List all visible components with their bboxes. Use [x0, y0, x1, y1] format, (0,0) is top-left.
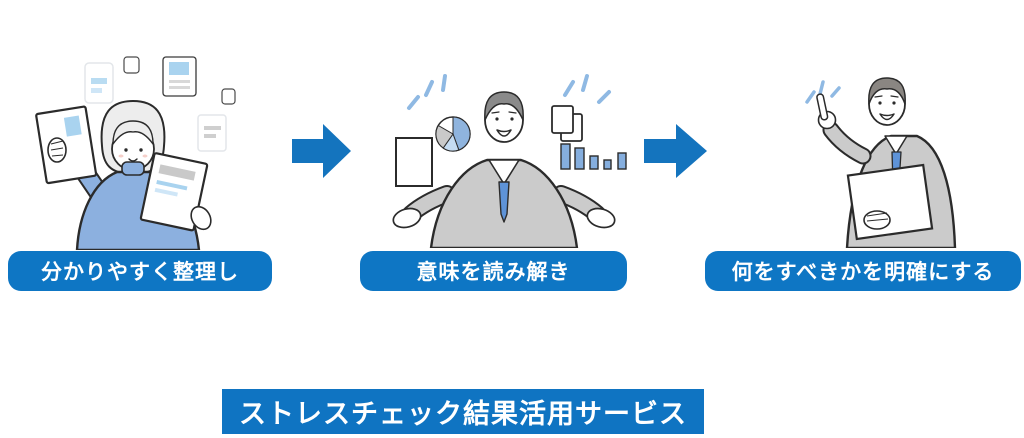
folder-icon [846, 163, 934, 241]
presenter-hair [484, 91, 524, 121]
bar-chart-icon [560, 143, 627, 170]
woman-figure [35, 100, 212, 250]
pie-chart-icon [435, 116, 471, 152]
pointing-man-hair [868, 77, 906, 105]
step-2-label: 意味を読み解き [360, 251, 627, 291]
pointing-finger [816, 93, 829, 121]
arrow-right-icon [644, 124, 707, 178]
held-document-icon [35, 105, 98, 185]
paper-icon [395, 137, 433, 187]
businessman-pointing-up-illustration [805, 77, 957, 248]
sparkle-icon [805, 80, 841, 104]
floating-documents-icon [84, 56, 236, 152]
presenter-figure [392, 91, 616, 248]
step-1-label: 分かりやすく整理し [8, 251, 272, 291]
tie-icon [498, 181, 510, 223]
step-3-label: 何をすべきかを明確にする [705, 251, 1021, 291]
arrow-right-icon [292, 124, 351, 178]
service-title: ストレスチェック結果活用サービス [222, 389, 704, 434]
sparkle-icon [563, 74, 611, 104]
cards-icon [551, 105, 583, 142]
pointing-man-figure [816, 77, 957, 248]
woman-organizing-documents-illustration [35, 56, 236, 250]
held-document-icon [139, 152, 209, 232]
sparkle-icon [407, 74, 447, 110]
businessman-presenting-data-illustration [392, 74, 627, 248]
